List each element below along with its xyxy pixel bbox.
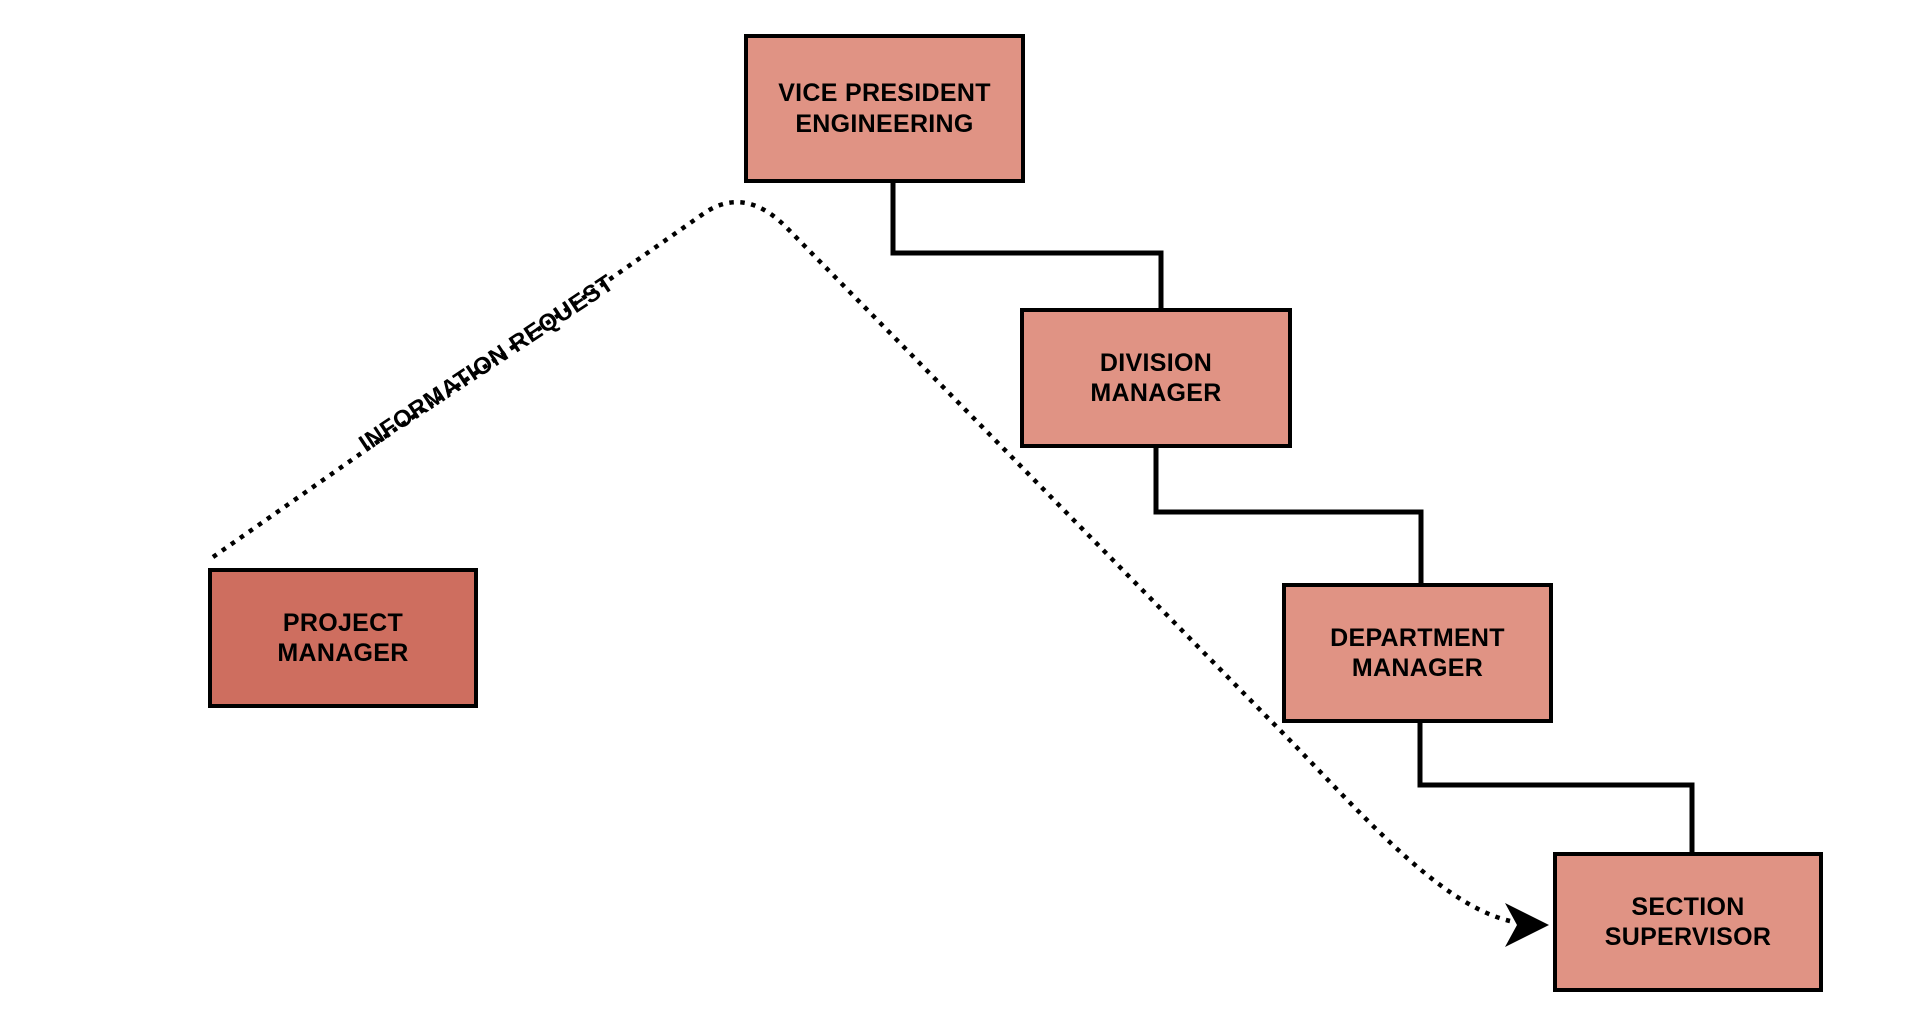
node-division-manager: DIVISION MANAGER xyxy=(1020,308,1292,448)
information-request-dotted-line xyxy=(211,200,1511,924)
connector-department-to-section xyxy=(1417,721,1695,854)
node-department-manager: DEPARTMENT MANAGER xyxy=(1282,583,1553,723)
node-project-manager: PROJECT MANAGER xyxy=(208,568,478,708)
arrowhead-icon xyxy=(1505,903,1549,947)
node-vice-president-engineering: VICE PRESIDENT ENGINEERING xyxy=(744,34,1025,183)
node-section-supervisor: SECTION SUPERVISOR xyxy=(1553,852,1823,992)
connector-vp-to-division xyxy=(890,181,1164,310)
connector-division-to-department xyxy=(1153,446,1424,585)
